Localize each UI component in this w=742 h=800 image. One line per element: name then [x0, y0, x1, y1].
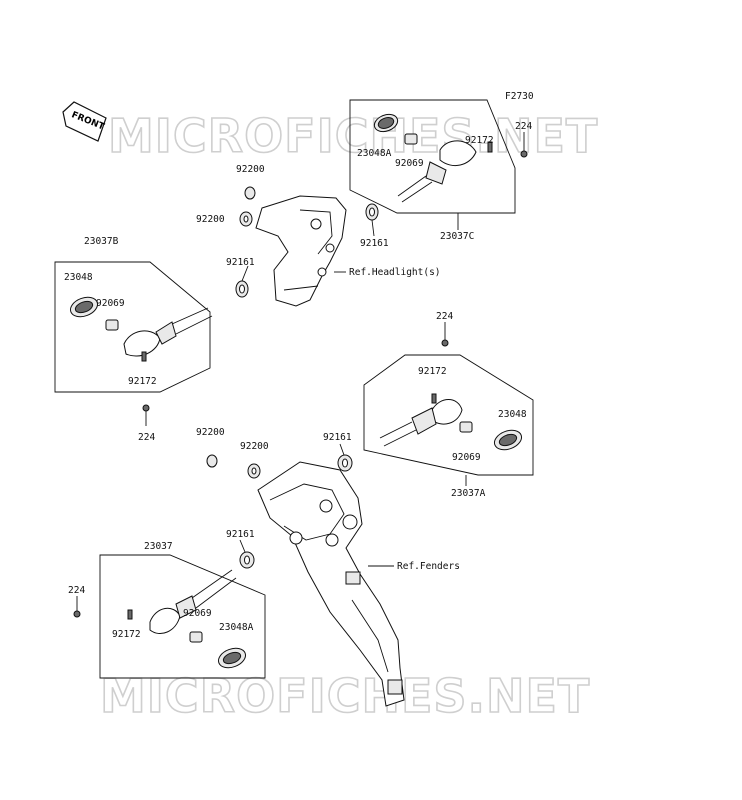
label-c-lens: 23048A: [357, 148, 392, 159]
ref-headlight: Ref.Headlight(s): [349, 267, 441, 278]
label-a1: 92200: [236, 164, 265, 175]
watermark-top: MICROFICHES.NET: [108, 109, 598, 163]
label-r-lens: 23048: [498, 409, 527, 420]
label-l-screw: 92172: [112, 629, 141, 640]
label-a3: 92161: [226, 257, 255, 268]
label-b-bulb: 92069: [96, 298, 125, 309]
label-b-bolt: 224: [138, 432, 155, 443]
front-bracket: 92200 92200 92161 Ref.Headlight(s): [196, 164, 441, 307]
label-a2: 92200: [196, 214, 225, 225]
group-23037: 23037 92161 224 92069 92172 23048A: [68, 529, 266, 679]
label-c-nut: 92161: [360, 238, 389, 249]
group-23037b: 23037B 23048 92069 92172 224: [54, 236, 213, 443]
label-f2: 92200: [240, 441, 269, 452]
label-b-screw: 92172: [128, 376, 157, 387]
group-23037c: 23048A 92069 92172 224 92161 23037C: [349, 99, 532, 249]
figure-code: F2730: [505, 91, 534, 102]
label-r-bulb: 92069: [452, 452, 481, 463]
label-b-group: 23037B: [84, 236, 119, 247]
label-l-nut: 92161: [226, 529, 255, 540]
label-l-lens: 23048A: [219, 622, 254, 633]
label-f1: 92200: [196, 427, 225, 438]
label-l-group: 23037: [144, 541, 173, 552]
group-23037a: 224 92172 23048 92161 92069 23037A: [323, 311, 534, 499]
label-c-bolt: 224: [515, 121, 532, 132]
label-r-nut: 92161: [323, 432, 352, 443]
label-l-bolt: 224: [68, 585, 85, 596]
watermark-bottom: MICROFICHES.NET: [100, 669, 590, 723]
label-c-bulb: 92069: [395, 158, 424, 169]
label-r-group: 23037A: [451, 488, 486, 499]
label-c-screw: 92172: [465, 135, 494, 146]
label-l-bulb: 92069: [183, 608, 212, 619]
label-r-screw: 92172: [418, 366, 447, 377]
rear-fender-bracket: 92200 92200 Ref.Fenders: [196, 427, 460, 707]
front-arrow-icon: FRONT: [62, 101, 107, 142]
label-c-group: 23037C: [440, 231, 474, 242]
label-r-bolt: 224: [436, 311, 453, 322]
ref-fenders: Ref.Fenders: [397, 561, 460, 572]
label-b-lens: 23048: [64, 272, 93, 283]
